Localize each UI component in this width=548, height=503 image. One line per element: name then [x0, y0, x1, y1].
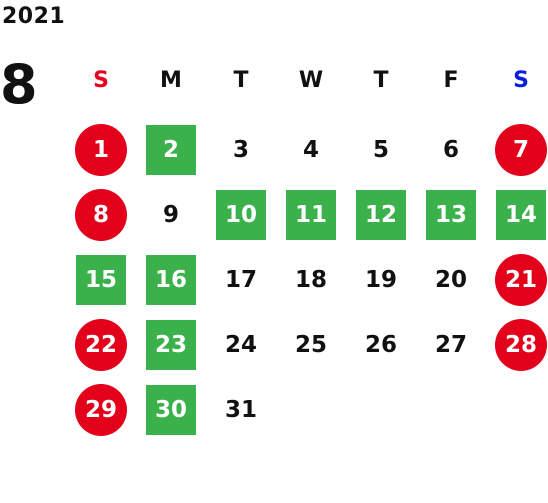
calendar-day-number: 15 — [76, 255, 126, 305]
weekday-wednesday: W — [298, 67, 324, 93]
calendar-day: 19 — [346, 250, 416, 310]
calendar-day-number: 20 — [434, 267, 467, 293]
calendar-day: 3 — [206, 120, 276, 180]
calendar-day-number: 10 — [216, 190, 266, 240]
calendar-day: 2 — [136, 120, 206, 180]
calendar-day: 28 — [486, 315, 548, 375]
calendar-day-number: 24 — [224, 332, 257, 358]
calendar-day: 6 — [416, 120, 486, 180]
calendar-day-number: 30 — [146, 385, 196, 435]
calendar-day-number: 27 — [434, 332, 467, 358]
calendar-day-number: 19 — [364, 267, 397, 293]
weekday-saturday: S — [513, 67, 529, 93]
month-label: 8 — [0, 53, 38, 116]
calendar-day-number: 26 — [364, 332, 397, 358]
calendar-day: 4 — [276, 120, 346, 180]
calendar-day-number: 18 — [294, 267, 327, 293]
calendar-day-number: 29 — [75, 384, 127, 436]
calendar-week-row: 29 30 31 — [66, 380, 548, 440]
calendar-day: 27 — [416, 315, 486, 375]
calendar-day: 26 — [346, 315, 416, 375]
calendar-day-number: 31 — [224, 397, 257, 423]
calendar-day: 24 — [206, 315, 276, 375]
calendar-day: 29 — [66, 380, 136, 440]
calendar-day-number: 23 — [146, 320, 196, 370]
calendar-day: 10 — [206, 185, 276, 245]
calendar-day-number — [425, 385, 477, 435]
calendar-day: 14 — [486, 185, 548, 245]
weekday-monday: M — [160, 67, 182, 93]
weekday-tuesday: T — [233, 67, 249, 93]
weekday-thursday: T — [373, 67, 389, 93]
calendar-day: 18 — [276, 250, 346, 310]
calendar-empty-cell — [486, 380, 548, 440]
calendar-day: 30 — [136, 380, 206, 440]
calendar-day: 13 — [416, 185, 486, 245]
calendar-day: 16 — [136, 250, 206, 310]
calendar-day-number: 22 — [75, 319, 127, 371]
year-label: 2021 — [2, 4, 66, 29]
calendar-day-number: 7 — [495, 124, 547, 176]
calendar-day-number: 4 — [302, 137, 319, 163]
weekday-sunday: S — [93, 67, 109, 93]
calendar-empty-cell — [346, 380, 416, 440]
calendar-day-number — [355, 385, 407, 435]
calendar-day-number: 9 — [162, 202, 179, 228]
calendar-day-number: 11 — [286, 190, 336, 240]
calendar-day: 11 — [276, 185, 346, 245]
calendar-day-number: 28 — [495, 319, 547, 371]
calendar-day-number: 14 — [496, 190, 546, 240]
weekday-friday: F — [443, 67, 459, 93]
calendar-day: 8 — [66, 185, 136, 245]
calendar-week-row: 22 23 24 25 26 27 28 — [66, 315, 548, 375]
calendar-day: 17 — [206, 250, 276, 310]
calendar-day-number: 17 — [224, 267, 257, 293]
calendar-day-number: 5 — [372, 137, 389, 163]
calendar-day: 31 — [206, 380, 276, 440]
calendar-day: 22 — [66, 315, 136, 375]
calendar-day: 15 — [66, 250, 136, 310]
calendar-day-number: 2 — [146, 125, 196, 175]
calendar-day: 9 — [136, 185, 206, 245]
calendar-week-row: 15 16 17 18 19 20 21 — [66, 250, 548, 310]
calendar-day: 5 — [346, 120, 416, 180]
calendar-day-number: 13 — [426, 190, 476, 240]
calendar-day-number: 8 — [75, 189, 127, 241]
calendar-empty-cell — [276, 380, 346, 440]
calendar-day-number — [285, 385, 337, 435]
calendar-day: 20 — [416, 250, 486, 310]
calendar-day-number: 3 — [232, 137, 249, 163]
calendar-day: 25 — [276, 315, 346, 375]
calendar-day-number: 16 — [146, 255, 196, 305]
calendar-day-number: 6 — [442, 137, 459, 163]
calendar-day: 12 — [346, 185, 416, 245]
calendar-day: 1 — [66, 120, 136, 180]
calendar-day-number: 1 — [75, 124, 127, 176]
calendar-day-number: 25 — [294, 332, 327, 358]
calendar-empty-cell — [416, 380, 486, 440]
calendar-day-number: 12 — [356, 190, 406, 240]
calendar-day: 7 — [486, 120, 548, 180]
calendar-day: 23 — [136, 315, 206, 375]
calendar-day: 21 — [486, 250, 548, 310]
calendar-week-row: 8 9 10 11 12 13 14 — [66, 185, 548, 245]
calendar-day-number — [495, 385, 547, 435]
weekday-header-row: S M T W T F S — [66, 50, 548, 110]
calendar-day-number: 21 — [495, 254, 547, 306]
